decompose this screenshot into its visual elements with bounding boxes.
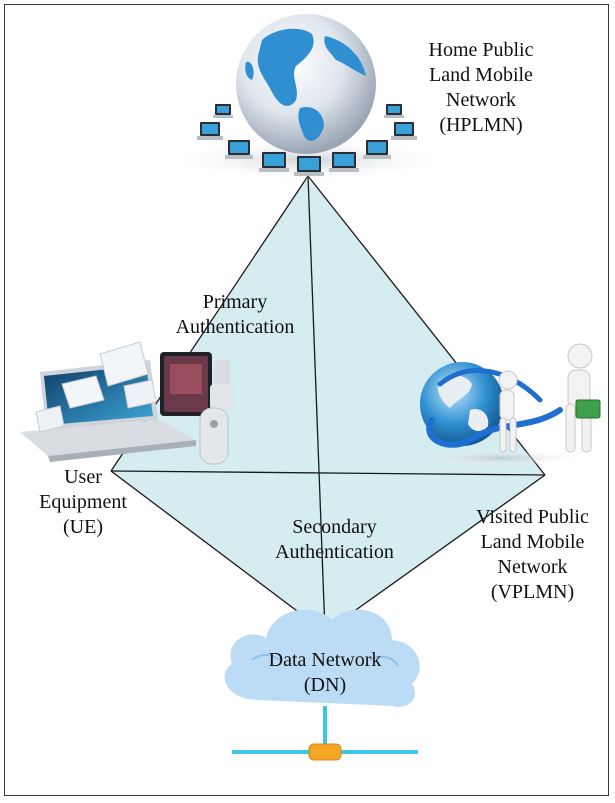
laptop-and-gimbal-icon xyxy=(20,341,234,465)
edge-ue-dn xyxy=(110,470,326,633)
edge-vplmn-dn xyxy=(324,474,546,633)
globe-with-laptops-icon xyxy=(168,14,448,182)
secondary-authentication-label: Secondary Authentication xyxy=(275,516,394,563)
primary-authentication-label: Primary Authentication xyxy=(175,291,295,338)
hplmn-label: Home Public Land Mobile Network (HPLMN) xyxy=(428,39,534,136)
secondary-authentication-face xyxy=(111,471,545,632)
dn-label: Data Network (DN) xyxy=(268,649,382,696)
ue-label: User Equipment (UE) xyxy=(39,466,127,538)
globe-with-people-icon xyxy=(410,343,601,466)
edge-hplmn-dn xyxy=(307,175,326,633)
edge-ue-vplmn xyxy=(110,470,546,476)
vplmn-label: Visited Public Land Mobile Network (VPLM… xyxy=(476,506,589,603)
cloud-network-icon xyxy=(224,609,420,761)
